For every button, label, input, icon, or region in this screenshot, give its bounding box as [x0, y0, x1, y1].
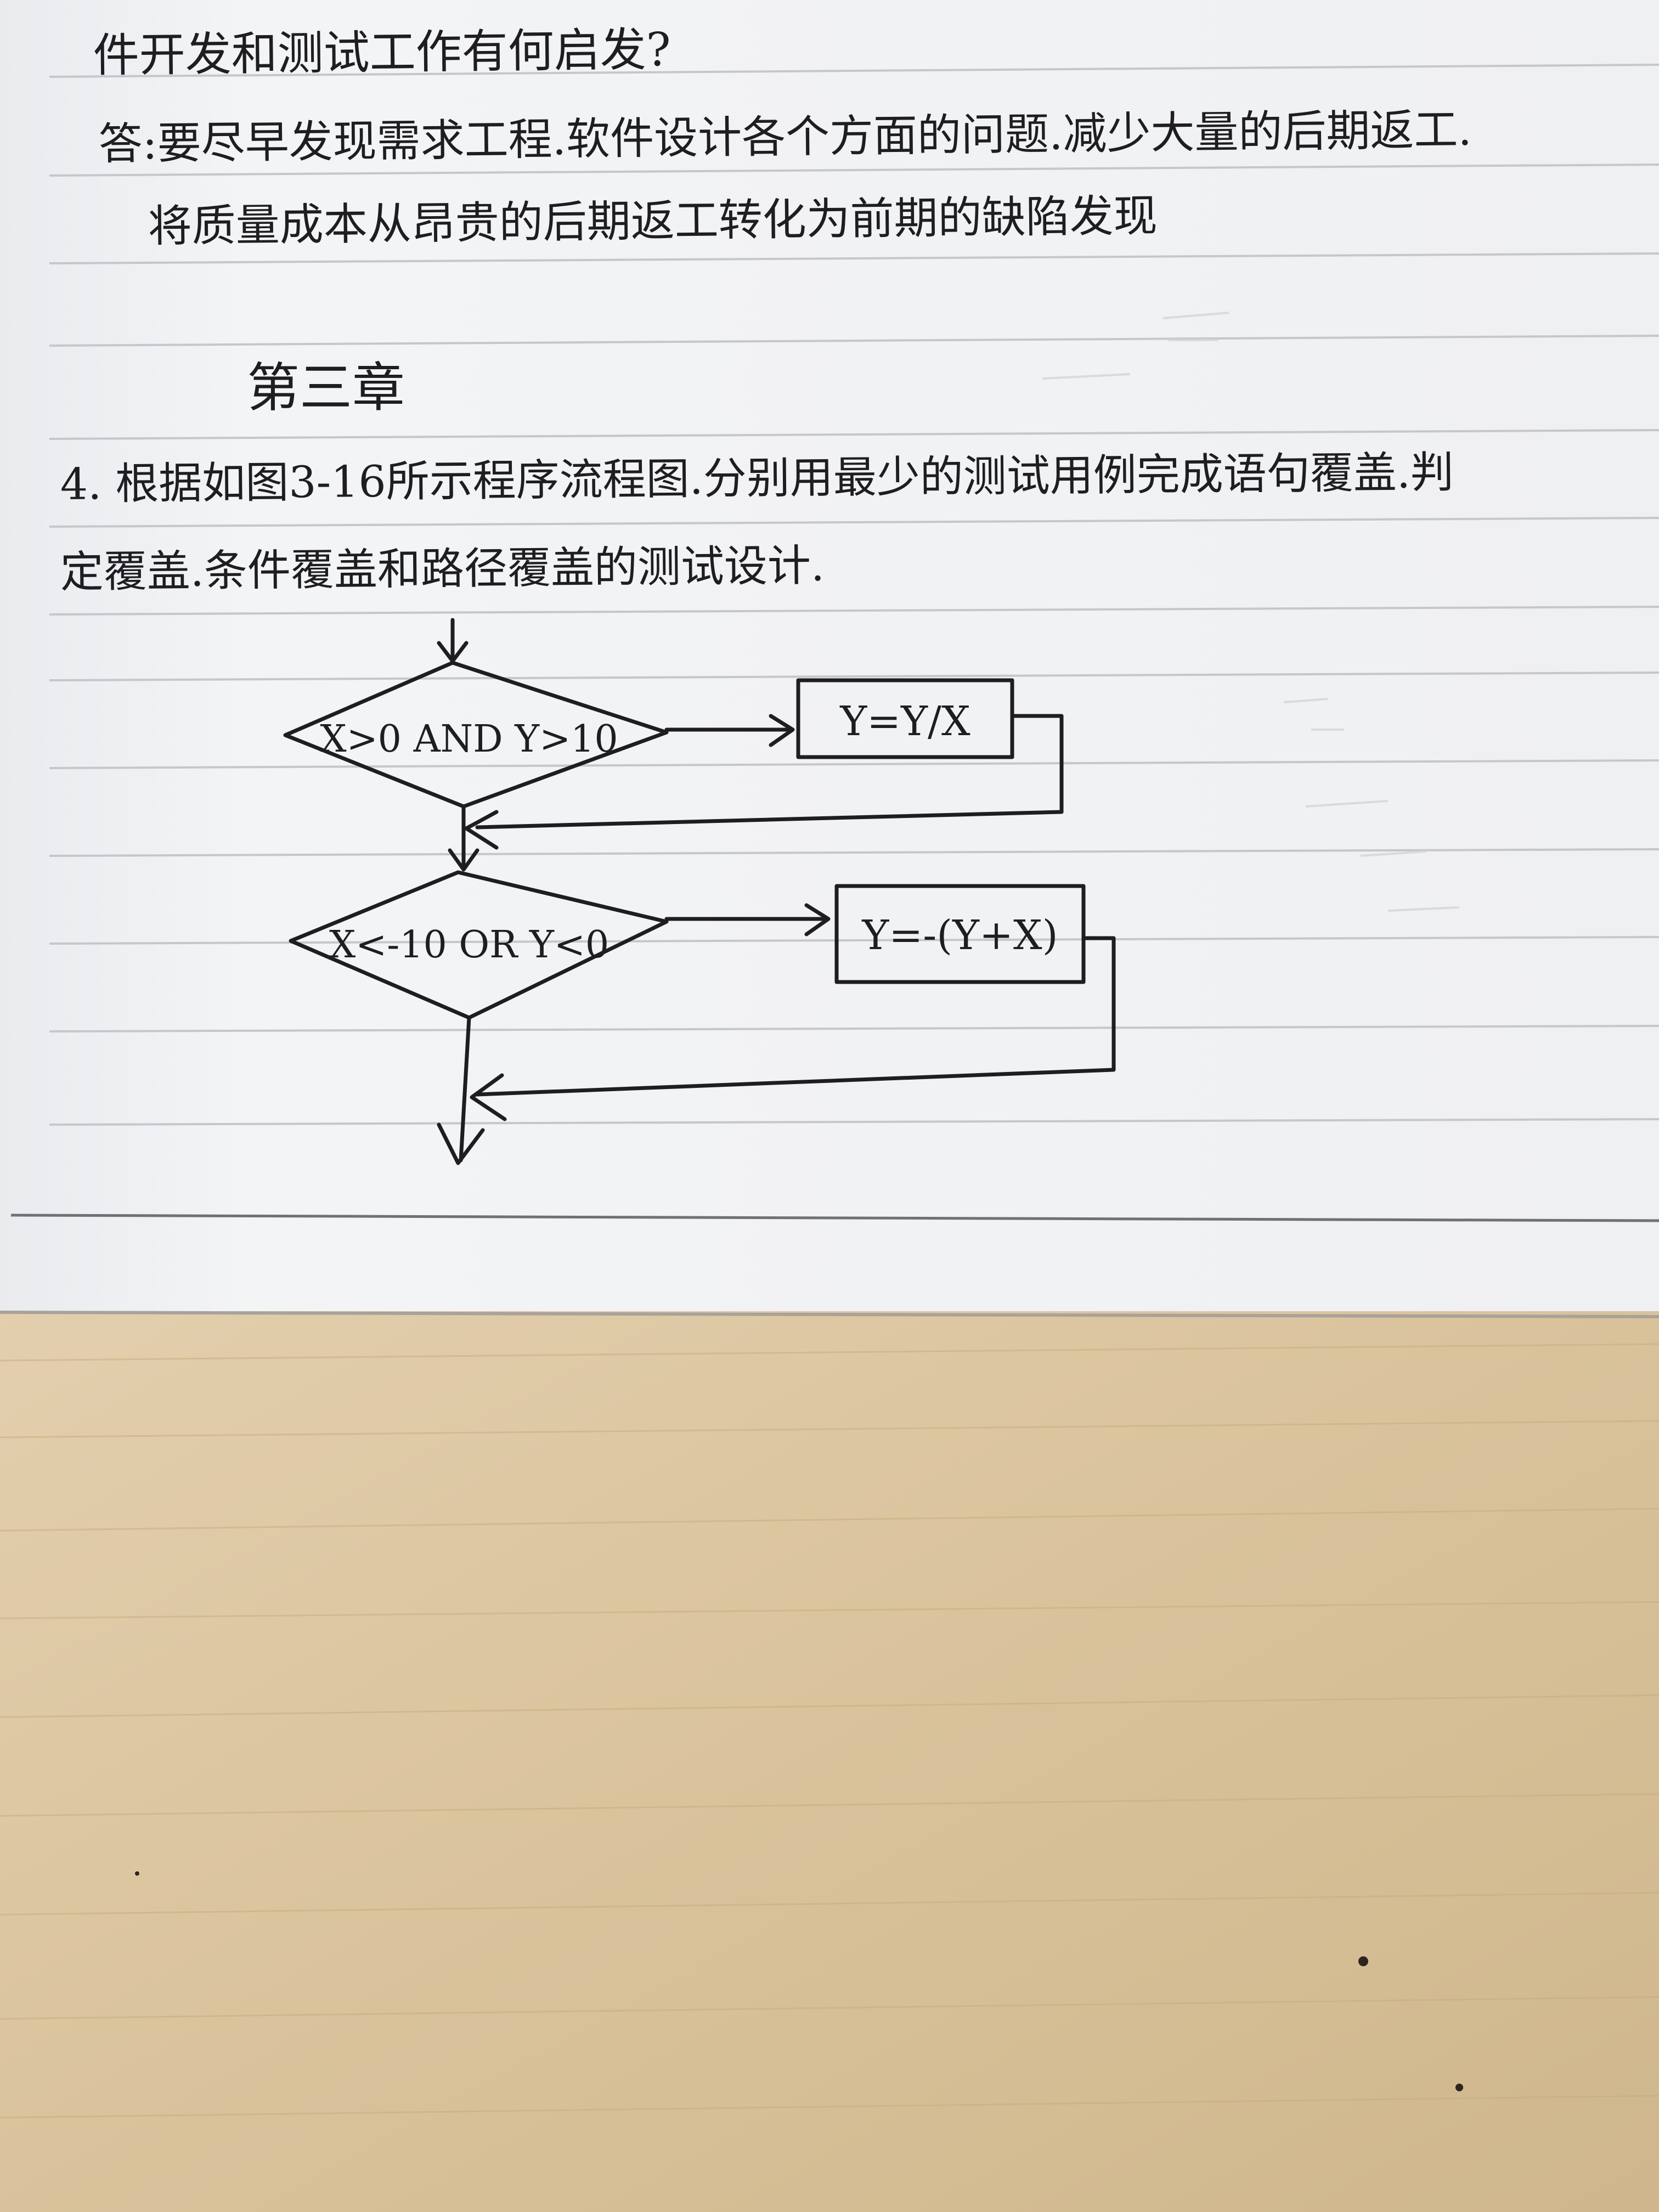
process-2-return — [470, 936, 1116, 1121]
bleed-through-marks — [1042, 312, 1460, 912]
process-box-2 — [834, 884, 1086, 984]
desk-surface — [0, 1295, 1659, 2212]
chapter-heading-text: 第三章 — [247, 357, 405, 419]
desk-specks — [135, 1871, 1463, 2091]
exercise-line-2-text: 定覆盖.条件覆盖和路径覆盖的测试设计. — [60, 540, 825, 597]
notebook-page — [0, 0, 1659, 1311]
process-1-return — [464, 714, 1064, 850]
answer-line-2-text: 将质量成本从昂贵的后期返工转化为前期的缺陷发现 — [148, 190, 1158, 252]
page-shadow-edge — [0, 1311, 1659, 1318]
process-box-1 — [796, 678, 1014, 759]
flowchart: X>0 AND Y>10 Y=Y/X X<-10 OR Y<0 Y=-(Y+X) — [283, 618, 1116, 1165]
question-tail-text: 件开发和测试工作有何启发? — [93, 22, 671, 82]
wood-grain — [0, 1343, 1659, 2119]
decision-1-yes-arrow — [664, 714, 795, 747]
decision-2-yes-arrow — [664, 903, 831, 936]
decision-2-label: X<-10 OR Y<0 — [329, 923, 609, 967]
exit-arrow — [437, 1015, 485, 1165]
process-2-label: Y=-(Y+X) — [861, 912, 1058, 959]
process-1-label: Y=Y/X — [839, 698, 970, 745]
exercise-line-1-text: 4. 根据如图3-16所示程序流程图.分别用最少的测试用例完成语句覆盖.判 — [60, 447, 1454, 510]
decision-1-label: X>0 AND Y>10 — [320, 718, 618, 761]
ruled-lines — [10, 64, 1659, 1222]
connector-1-2 — [448, 804, 479, 872]
